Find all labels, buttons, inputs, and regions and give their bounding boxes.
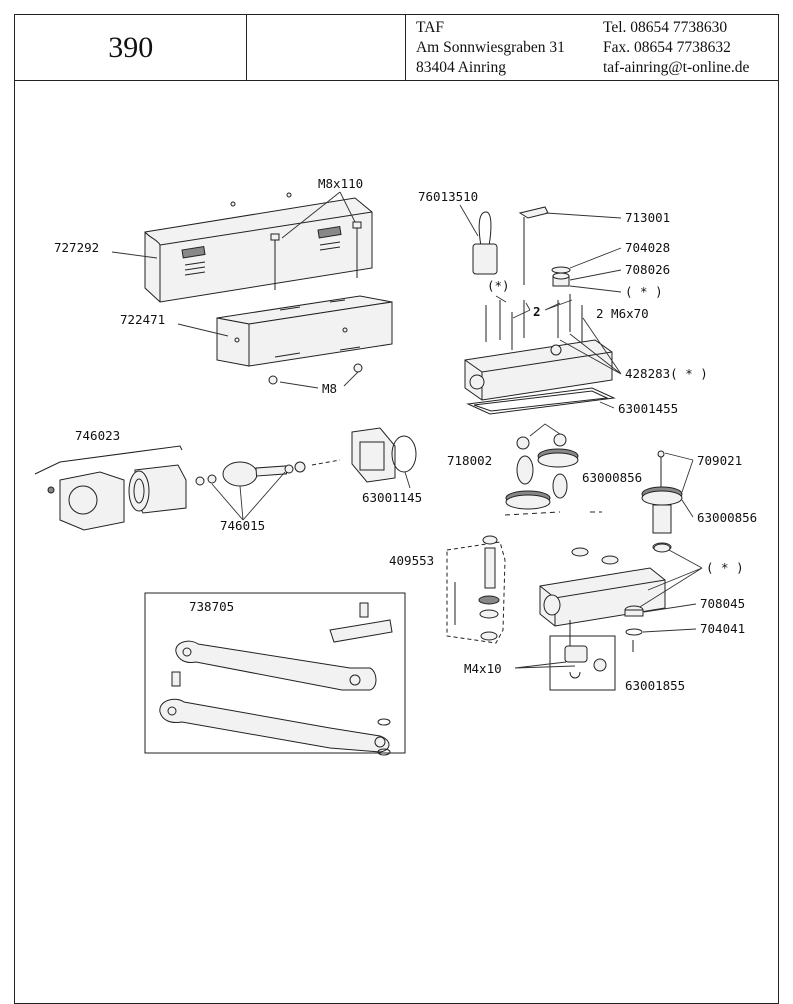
- label-708045: 708045: [700, 596, 745, 611]
- empty-cell: [247, 15, 406, 80]
- part-number-cell: 390: [15, 15, 248, 80]
- title-block: 390 TAF Am Sonnwiesgraben 31 83404 Ainri…: [14, 14, 779, 81]
- release-key-713001: [518, 206, 549, 285]
- label-708026: 708026: [625, 262, 670, 277]
- label-m8: M8: [322, 381, 337, 396]
- label-428283: 428283( * ): [625, 366, 708, 381]
- label-722471: 722471: [120, 312, 165, 327]
- screws-m6x70: [485, 294, 583, 350]
- telephone: Tel. 08654 7738630: [602, 19, 728, 36]
- label-709021: 709021: [697, 453, 742, 468]
- label-713001: 713001: [625, 210, 670, 225]
- address-block: TAF Am Sonnwiesgraben 31 83404 Ainring: [416, 18, 565, 78]
- gear-housing-428283: [464, 339, 613, 401]
- cover-727292: [144, 197, 373, 303]
- bearing-star-2: [653, 543, 671, 553]
- arm-bracket: [329, 602, 393, 643]
- arm-set-box: [144, 592, 406, 754]
- label-63001855: 63001855: [625, 678, 685, 693]
- bushing-708026: [552, 272, 570, 287]
- contact-cell: TAF Am Sonnwiesgraben 31 83404 Ainring T…: [406, 15, 778, 80]
- label-738705: 738705: [189, 599, 234, 614]
- label-727292: 727292: [54, 240, 99, 255]
- label-star-small: (*): [487, 278, 510, 293]
- label-704041: 704041: [700, 621, 745, 636]
- nuts-m8: [268, 363, 363, 385]
- shaft-709021: [641, 450, 683, 552]
- label-m8x110: M8x110: [318, 176, 363, 191]
- label-76013510: 76013510: [418, 189, 478, 204]
- fax: Fax. 08654 7738632: [602, 39, 731, 56]
- label-m4x10: M4x10: [464, 661, 502, 676]
- label-63001455: 63001455: [618, 401, 678, 416]
- end-flange-63001145: [351, 427, 417, 483]
- label-704028: 704028: [625, 240, 670, 255]
- lower-housing: [539, 547, 666, 627]
- bracket-722471: [216, 295, 393, 367]
- label-746023: 746023: [75, 428, 120, 443]
- lock-part-63001855: [564, 620, 607, 679]
- label-63001145: 63001145: [362, 490, 422, 505]
- city: 83404 Ainring: [415, 59, 506, 76]
- gear-assembly-409553: [454, 535, 500, 641]
- part-number: 390: [108, 30, 154, 64]
- motor-can: [128, 464, 187, 514]
- street: Am Sonnwiesgraben 31: [415, 39, 565, 56]
- arm-lower: [159, 671, 391, 756]
- label-409553: 409553: [389, 553, 434, 568]
- label-star-1: ( * ): [625, 284, 663, 299]
- label-63000856-b: 63000856: [697, 510, 757, 525]
- gasket-63001455: [466, 387, 616, 415]
- contact-block: Tel. 08654 7738630 Fax. 08654 7738632 ta…: [603, 18, 749, 78]
- arm-upper: [175, 640, 377, 691]
- email[interactable]: taf-ainring@t-online.de: [602, 59, 750, 76]
- bushing-704028: [551, 266, 571, 274]
- washer-704041: [625, 628, 643, 652]
- capacitor-76013510: [472, 211, 498, 275]
- label-star-2: ( * ): [706, 560, 744, 575]
- motor-flange-746023: [47, 471, 125, 531]
- screws-m8x110: [230, 192, 362, 290]
- label-2m6x70: 2 M6x70: [596, 306, 649, 321]
- bushing-708045: [624, 605, 644, 617]
- label-746015: 746015: [220, 518, 265, 533]
- shaft-746015: [195, 461, 306, 487]
- company-name: TAF: [415, 19, 445, 36]
- lock-box-63001855: [549, 635, 616, 691]
- gear-63000856-a: [537, 433, 579, 499]
- gear-718002: [505, 436, 551, 510]
- label-63000856-a: 63000856: [582, 470, 642, 485]
- label-718002: 718002: [447, 453, 492, 468]
- exploded-parts-diagram: M8x110 727292 722471 M8 76013510 713001 …: [34, 176, 757, 756]
- label-two: 2: [533, 304, 541, 319]
